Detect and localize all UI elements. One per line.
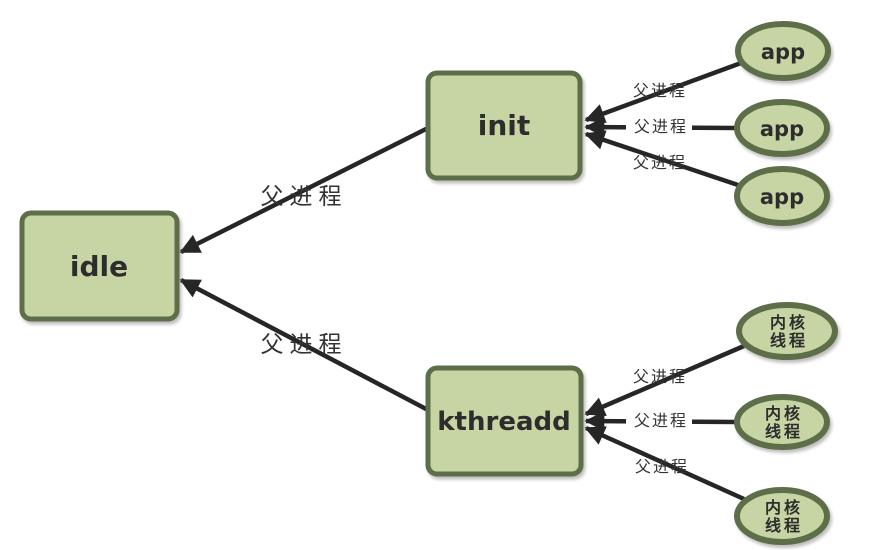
node-app-3: app — [734, 166, 830, 226]
edge-label: 父进程 — [633, 81, 687, 100]
edge-label: 父进程 — [261, 332, 348, 358]
edge-kt1-to-kthreadd — [584, 343, 745, 417]
node-kernel-thread-1: 内核 线程 — [736, 302, 838, 360]
kernel-thread-label-line1: 内核 — [770, 313, 808, 332]
kthreadd-label: kthreadd — [437, 407, 570, 437]
kernel-thread-label-line1: 内核 — [765, 498, 803, 517]
edge-init-to-idle — [179, 125, 430, 255]
edge-kthreadd-to-idle — [179, 278, 430, 412]
kernel-thread-label-line2: 线程 — [765, 422, 803, 441]
edge-kt3-to-kthreadd — [584, 425, 745, 502]
node-init: init — [425, 70, 583, 181]
kernel-thread-label-line2: 线程 — [770, 331, 808, 350]
idle-box — [19, 210, 180, 322]
node-kernel-thread-3: 内核 线程 — [734, 487, 830, 545]
app-label: app — [760, 117, 804, 141]
edge-label: 父进程 — [633, 367, 687, 386]
edge-label: 父进程 — [261, 184, 348, 210]
init-box — [425, 70, 583, 181]
edge-label: 父进程 — [634, 117, 688, 136]
edge-label: 父进程 — [634, 411, 688, 430]
edge-app1-to-init — [584, 60, 742, 124]
app-ellipse — [735, 21, 831, 81]
edge-app3-to-init — [584, 130, 742, 189]
node-kthreadd: kthreadd — [425, 365, 584, 477]
edge-label-mask — [626, 409, 692, 431]
edge-label: 父进程 — [635, 457, 689, 476]
kernel-thread-ellipse — [734, 487, 830, 545]
app-label: app — [761, 40, 805, 64]
kernel-thread-ellipse — [734, 394, 830, 450]
app-label: app — [760, 185, 804, 209]
kernel-thread-label-line2: 线程 — [765, 516, 803, 535]
idle-label: idle — [70, 250, 128, 283]
node-app-1: app — [735, 21, 831, 81]
init-label: init — [478, 109, 531, 142]
kernel-thread-label-line1: 内核 — [765, 404, 803, 423]
node-kernel-thread-2: 内核 线程 — [734, 394, 830, 450]
edge-label-mask — [626, 115, 692, 137]
kernel-thread-ellipse — [736, 302, 838, 360]
node-app-2: app — [734, 99, 830, 157]
app-ellipse — [734, 166, 830, 226]
app-ellipse — [734, 99, 830, 157]
kthreadd-box — [425, 365, 584, 477]
edge-label: 父进程 — [633, 153, 687, 172]
node-idle: idle — [19, 210, 180, 322]
